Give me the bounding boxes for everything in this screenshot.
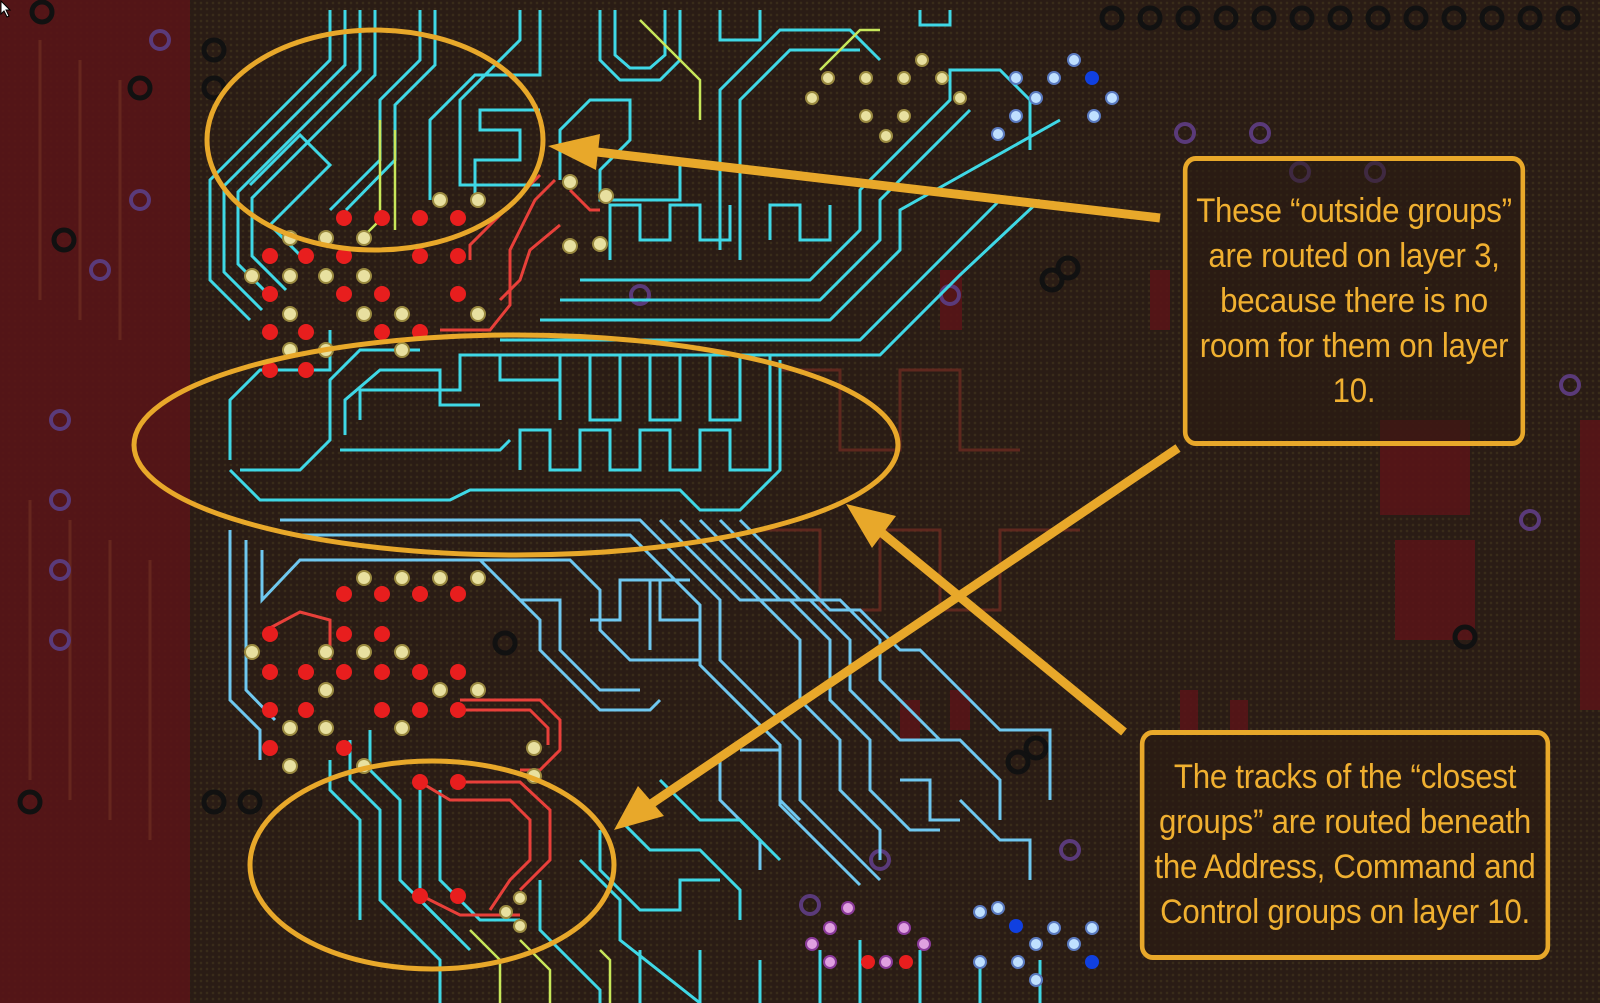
layer3-tracks-middle	[228, 330, 782, 512]
blue-filled-vias	[1009, 71, 1099, 969]
red-filled-vias-right	[861, 955, 913, 969]
arrowhead-address-group	[846, 504, 896, 548]
closest-groups-callout: The tracks of the “closest groups” are r…	[1139, 730, 1551, 960]
top-layer-red-tracks	[269, 173, 600, 917]
top-header-pins	[17, 0, 1581, 815]
outside-groups-callout: These “outside groups” are routed on lay…	[1182, 156, 1526, 446]
arrow-to-address-group	[873, 524, 1127, 736]
annotation-ellipses	[131, 27, 901, 972]
outside-groups-text: These “outside groups” are routed on lay…	[1196, 191, 1512, 410]
red-pads-upper	[262, 210, 466, 378]
arrow-to-closest-groups	[645, 444, 1181, 810]
layer10-tracks-lower	[228, 518, 1052, 887]
pink-vias	[805, 901, 931, 969]
arrowhead-closest-groups	[614, 786, 664, 830]
annotation-arrows	[548, 134, 1181, 830]
closest-groups-text: The tracks of the “closest groups” are r…	[1154, 758, 1536, 931]
arrowhead-outside-groups	[548, 134, 600, 170]
mouse-pointer-icon	[0, 0, 12, 18]
arrow-to-outside-groups	[579, 145, 1161, 223]
layer3-tracks-upper	[208, 10, 1061, 357]
background-traces	[28, 40, 1080, 840]
address-command-control-ellipse	[131, 332, 901, 558]
blue-vias	[973, 53, 1119, 987]
red-pads-lower	[262, 586, 466, 904]
layer3-tracks-bottom	[328, 730, 1042, 1003]
closest-groups-ellipse	[247, 758, 617, 972]
green-tracks	[359, 19, 880, 1003]
outside-groups-ellipse	[204, 27, 546, 253]
